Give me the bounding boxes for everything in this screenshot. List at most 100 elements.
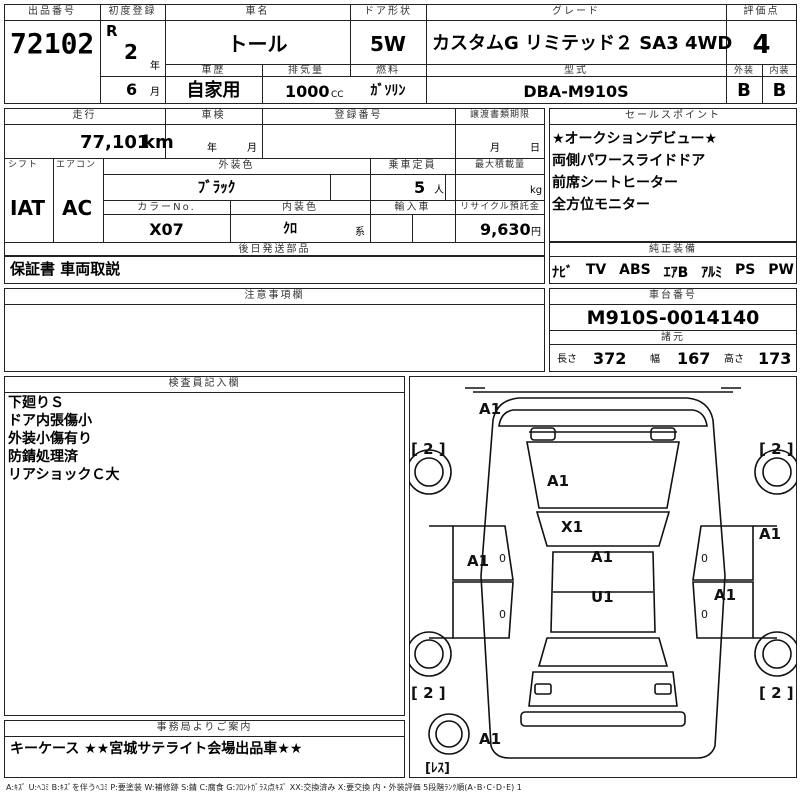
inspector-line: リアショックＣ大 [8, 467, 120, 483]
equipment-item: ABS [619, 262, 651, 278]
hood [526, 441, 680, 509]
later-parts-value: 保証書 車両取説 [10, 260, 121, 278]
office-label: 事務局よりご案内 [156, 722, 253, 733]
ac: AC [62, 196, 93, 220]
damage-mark: A1 [759, 525, 781, 543]
insp-month-unit: 月 [247, 143, 257, 154]
notes-label: 注意事項欄 [244, 290, 305, 301]
right-front-wheel [754, 449, 797, 495]
zero-mark: 0 [499, 608, 506, 621]
capacity-unit: 人 [434, 185, 444, 196]
sales-point-line: 前席シートヒーター [552, 175, 678, 191]
damage-mark: A1 [479, 730, 501, 748]
inspection-label: 車検 [201, 110, 226, 121]
header-block [4, 4, 797, 104]
zero-mark: 0 [499, 552, 506, 565]
sales-point-line: 全方位モニター [552, 197, 650, 213]
left-front-door [452, 525, 514, 581]
interior-label: 内装 [769, 66, 790, 76]
car-body-outline [480, 397, 726, 759]
rear-bumper [520, 711, 686, 727]
mileage-label: 走行 [72, 110, 97, 121]
recycle-fee: 9,630 [480, 220, 531, 239]
history: 自家用 [186, 80, 241, 101]
sales-point-label: セールスポイント [625, 110, 721, 121]
month-unit: 月 [150, 87, 160, 98]
notes-block [4, 288, 545, 372]
history-label: 車歴 [201, 65, 226, 76]
reg-month: 6 [126, 80, 138, 99]
equipment-item: ﾅﾋﾞ [552, 265, 573, 281]
equipment-block [549, 242, 797, 284]
inspector-line: 外装小傷有り [8, 431, 92, 447]
office-note: キーケース ★★宮城サテライト会場出品車★★ [10, 741, 303, 757]
load-label: 最大積載量 [474, 160, 525, 170]
grade-label: グレード [552, 6, 600, 17]
office-block [4, 720, 405, 778]
left-rear-wheel [409, 631, 452, 677]
tire-mark: [ 2 ] [411, 684, 446, 702]
lot-label: 出品番号 [28, 6, 76, 17]
door-type: 5W [370, 32, 406, 56]
model-label: 型式 [564, 65, 588, 76]
spare-mark: [ﾚｽ] [425, 761, 450, 776]
exterior-color: ﾌﾞﾗｯｸ [197, 178, 236, 196]
tire-mark: [ 2 ] [759, 440, 794, 458]
interior-grade: B [772, 80, 787, 101]
score-label: 評価点 [743, 6, 780, 17]
transfer-day-unit: 日 [530, 143, 540, 154]
chassis-label: 車台番号 [649, 290, 697, 301]
door-label: ドア形状 [364, 6, 412, 17]
right-front-door [692, 525, 754, 581]
left-rear-door [452, 581, 514, 639]
inspector-label: 検査員記入欄 [168, 378, 241, 389]
length-label: 長さ [557, 354, 577, 365]
damage-mark: X1 [561, 518, 583, 536]
damage-mark: U1 [591, 588, 614, 606]
ac-label: エアコン [56, 160, 97, 170]
width-label: 幅 [650, 354, 660, 365]
regno-label: 登録番号 [334, 110, 383, 121]
front-bumper [498, 409, 708, 427]
roof [550, 551, 656, 633]
sales-point-block [549, 108, 797, 242]
lot-number: 72102 [10, 27, 95, 60]
inspector-line: 防錆処理済 [8, 449, 78, 465]
right-rear-wheel [754, 631, 797, 677]
inspector-line: 下廻りＳ [8, 395, 64, 411]
shift: IAT [10, 196, 46, 220]
color-label: 外装色 [218, 160, 255, 171]
equipment-item: PS [735, 262, 756, 278]
exterior-grade: B [737, 80, 751, 101]
score: 4 [752, 30, 771, 60]
tire-mark: [ 2 ] [759, 684, 794, 702]
capacity: 5 [414, 178, 426, 197]
length: 372 [593, 349, 627, 368]
recycle-unit: 円 [531, 227, 541, 238]
mileage-unit: km [143, 132, 174, 153]
inspector-line: ドア内張傷小 [8, 413, 92, 429]
spare-tire [428, 713, 470, 755]
inspector-block [4, 376, 405, 716]
tailgate [528, 671, 678, 707]
interior-color: ｸﾛ [283, 221, 297, 237]
windshield [535, 511, 671, 547]
color-number: X07 [149, 220, 184, 239]
recycle-label: リサイクル預託金 [460, 202, 540, 212]
car-name-label: 車名 [245, 6, 270, 17]
left-headlight [530, 427, 556, 441]
mileage: 77,101 [80, 132, 150, 153]
tire-mark: [ 2 ] [411, 440, 446, 458]
fuel-label: 燃料 [376, 65, 400, 76]
chassis-number: M910S-0014140 [586, 307, 760, 329]
sales-point-line: ★オークションデビュー★ [552, 131, 718, 147]
zero-mark: 0 [701, 608, 708, 621]
shift-label: シフト [8, 160, 39, 170]
zero-mark: 0 [701, 552, 708, 565]
era: R [106, 22, 118, 40]
damage-mark: A1 [714, 586, 736, 604]
damage-mark: A1 [547, 472, 569, 490]
car-name: トール [227, 32, 288, 56]
intcolor-label: 内装色 [282, 202, 318, 213]
rear-window [537, 637, 669, 667]
